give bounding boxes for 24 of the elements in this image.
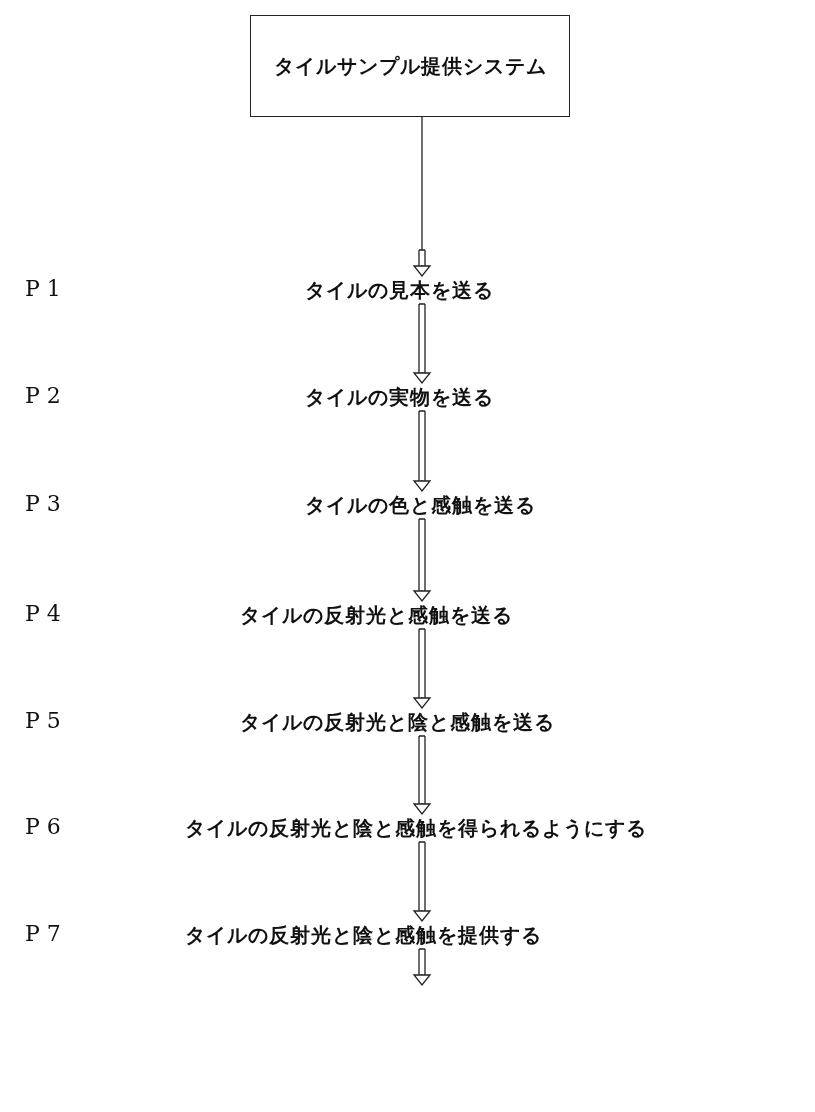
arrow [413,628,431,709]
arrow [413,410,431,492]
step-text: タイルの反射光と陰と感触を送る [240,710,555,734]
arrow [413,735,431,815]
step-number: P 7 [25,921,61,946]
arrow [413,841,431,922]
arrow [413,116,431,277]
step-text: タイルの実物を送る [305,385,494,409]
arrow [413,948,431,986]
step-number: P 5 [25,708,61,733]
step-text: タイルの反射光と感触を送る [240,603,513,627]
step-text: タイルの反射光と陰と感触を得られるようにする [185,816,647,840]
title-box [250,15,570,117]
arrow [413,518,431,602]
step-text: タイルの反射光と陰と感触を提供する [185,923,542,947]
step-number: P 2 [25,383,61,408]
step-text: タイルの色と感触を送る [305,493,536,517]
system-title: タイルサンプル提供システム [273,52,547,80]
step-number: P 6 [25,814,61,839]
step-text: タイルの見本を送る [305,278,494,302]
step-number: P 4 [25,601,61,626]
step-number: P 3 [25,491,61,516]
arrow [413,303,431,384]
step-number: P 1 [25,276,61,301]
